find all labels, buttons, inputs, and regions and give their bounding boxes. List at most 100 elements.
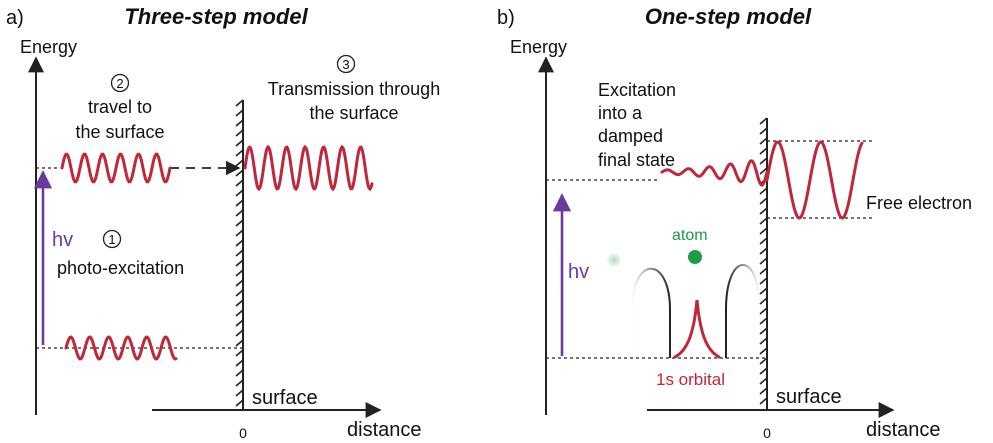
panel-b-orbital-label: 1s orbital	[656, 370, 725, 389]
surface-hatch-mark	[759, 147, 768, 155]
panel-b-1s-orbital	[673, 299, 721, 359]
panel-b-tag: b)	[497, 7, 515, 29]
panel-b-potential-left	[631, 267, 671, 358]
surface-hatch-mark	[759, 227, 768, 235]
panel-b-atom-ghost	[607, 253, 621, 267]
panel-b-excitation-line4: final state	[598, 150, 675, 170]
surface-hatch-mark	[235, 279, 244, 287]
surface-hatch-mark	[235, 119, 244, 127]
surface-hatch-mark	[759, 187, 768, 195]
panel-b-surface-hatching	[759, 117, 768, 405]
surface-hatch-mark	[759, 257, 768, 265]
surface-hatch-mark	[759, 287, 768, 295]
surface-hatch-mark	[235, 169, 244, 177]
surface-hatch-mark	[235, 229, 244, 237]
panel-b-origin-label: 0	[763, 425, 771, 441]
surface-hatch-mark	[235, 179, 244, 187]
surface-hatch-mark	[235, 159, 244, 167]
panel-a-step3-line2: the surface	[309, 103, 398, 123]
panel-a-step3-line1: Transmission through	[268, 79, 440, 99]
panel-b-damped-wave	[660, 159, 769, 187]
surface-hatch-mark	[759, 217, 768, 225]
panel-a-step3-circle	[336, 54, 356, 74]
surface-hatch-mark	[759, 357, 768, 365]
surface-hatch-mark	[759, 377, 768, 385]
panel-a-step2-line2: the surface	[75, 122, 164, 142]
surface-hatch-mark	[235, 319, 244, 327]
surface-hatch-mark	[235, 109, 244, 117]
panel-b-atom	[688, 250, 702, 264]
surface-hatch-mark	[235, 209, 244, 217]
surface-hatch-mark	[759, 387, 768, 395]
surface-hatch-mark	[235, 399, 244, 407]
surface-hatch-mark	[759, 137, 768, 145]
surface-hatch-mark	[235, 129, 244, 137]
panel-b: b) One-step model Energy distance 0 surf…	[497, 4, 972, 441]
panel-a-step2-line1: travel to	[88, 97, 152, 117]
surface-hatch-mark	[759, 307, 768, 315]
surface-hatch-mark	[235, 309, 244, 317]
surface-hatch-mark	[759, 127, 768, 135]
panel-b-title: One-step model	[645, 4, 812, 29]
panel-a-excited-wave	[60, 152, 172, 184]
panel-b-distance-label: distance	[866, 419, 941, 441]
surface-hatch-mark	[235, 389, 244, 397]
panel-a-hv-label: hv	[52, 229, 73, 251]
panel-a-surface-label: surface	[252, 387, 318, 409]
panel-b-potential-right	[725, 264, 761, 358]
surface-hatch-mark	[235, 259, 244, 267]
panel-a-surface-hatching	[235, 99, 244, 407]
surface-hatch-mark	[235, 299, 244, 307]
panel-a-tag: a)	[6, 7, 24, 29]
panel-a-step1-number: 1	[108, 232, 115, 247]
panel-b-free-electron-label: Free electron	[866, 193, 972, 213]
surface-hatch-mark	[759, 317, 768, 325]
surface-hatch-mark	[235, 149, 244, 157]
surface-hatch-mark	[235, 349, 244, 357]
surface-hatch-mark	[235, 199, 244, 207]
panel-a-origin-label: 0	[239, 425, 247, 441]
surface-hatch-mark	[235, 219, 244, 227]
surface-hatch-mark	[759, 247, 768, 255]
panel-a-distance-label: distance	[347, 419, 422, 441]
panel-a-initial-wave	[64, 335, 178, 361]
surface-hatch-mark	[235, 269, 244, 277]
panel-b-surface-label: surface	[776, 386, 842, 408]
surface-hatch-mark	[759, 197, 768, 205]
panel-b-excitation-line2: into a	[598, 103, 643, 123]
panel-b-excitation-line1: Excitation	[598, 80, 676, 100]
surface-hatch-mark	[235, 239, 244, 247]
panel-b-atom-label: atom	[672, 227, 708, 244]
panel-b-free-wave	[765, 140, 864, 220]
surface-hatch-mark	[759, 117, 768, 125]
panel-a-energy-label: Energy	[20, 37, 77, 57]
surface-hatch-mark	[235, 379, 244, 387]
panel-a-step1-circle	[102, 229, 122, 249]
surface-hatch-mark	[759, 367, 768, 375]
surface-hatch-mark	[759, 157, 768, 165]
surface-hatch-mark	[235, 99, 244, 107]
surface-hatch-mark	[235, 359, 244, 367]
surface-hatch-mark	[759, 277, 768, 285]
surface-hatch-mark	[759, 167, 768, 175]
panel-a: a) Three-step model Energy distance 0 su…	[6, 4, 440, 441]
surface-hatch-mark	[759, 237, 768, 245]
panel-a-transmitted-wave	[243, 144, 374, 192]
surface-hatch-mark	[759, 347, 768, 355]
surface-hatch-mark	[759, 327, 768, 335]
surface-hatch-mark	[235, 339, 244, 347]
surface-hatch-mark	[759, 297, 768, 305]
panel-a-step1-text: photo-excitation	[57, 258, 184, 278]
panel-b-energy-label: Energy	[510, 37, 567, 57]
surface-hatch-mark	[235, 189, 244, 197]
panel-b-excitation-line3: damped	[598, 126, 663, 146]
surface-hatch-mark	[759, 337, 768, 345]
panel-a-title: Three-step model	[124, 4, 308, 29]
surface-hatch-mark	[235, 139, 244, 147]
surface-hatch-mark	[235, 329, 244, 337]
panel-b-hv-label: hv	[568, 261, 589, 283]
panel-a-step2-circle	[110, 73, 130, 93]
surface-hatch-mark	[235, 289, 244, 297]
surface-hatch-mark	[235, 369, 244, 377]
